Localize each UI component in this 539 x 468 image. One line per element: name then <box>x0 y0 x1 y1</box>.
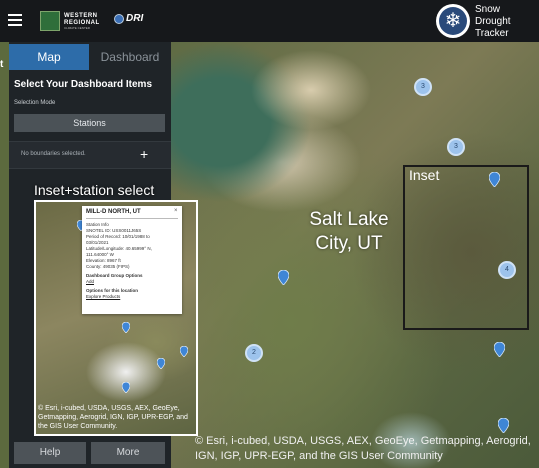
popup-divider <box>86 218 178 219</box>
wrcc-logo-line-3: CLIMATE CENTER <box>64 26 90 30</box>
boundaries-status: No boundaries selected. <box>21 151 86 157</box>
wrcc-logo-line-2: REGIONAL <box>64 20 100 26</box>
boundaries-row: No boundaries selected. + <box>9 141 171 169</box>
popup-line: Latitude/Longitude: 40.65999° N, <box>86 246 152 251</box>
station-pin-icon[interactable] <box>122 382 133 397</box>
popup-line: Elevation: 8967 ft <box>86 258 121 263</box>
station-pin-icon[interactable] <box>489 172 500 187</box>
city-label-line-2: City, UT <box>315 233 383 254</box>
popup-close-icon[interactable]: × <box>174 208 178 214</box>
more-button[interactable]: More <box>91 442 165 464</box>
station-cluster[interactable]: 3 <box>414 78 432 96</box>
popup-title: MILL-D NORTH, UT <box>86 209 141 215</box>
popup-line: 111.64000° W <box>86 252 114 257</box>
popup-line: 03/01/2021 <box>86 240 109 245</box>
popup-add-link[interactable]: Add <box>86 279 95 284</box>
brand-title-line-2: Drought <box>475 16 511 27</box>
city-label: Salt Lake City, UT <box>299 208 399 256</box>
tab-map[interactable]: Map <box>9 44 89 70</box>
wrcc-map-icon <box>40 11 60 31</box>
popup-line: Period of Record: 10/01/1988 to <box>86 234 150 239</box>
popup-section-label: Station Info <box>86 222 109 227</box>
popup-line: County: 49035 (FIPS) <box>86 264 130 269</box>
popup-dashboard-options: Dashboard Group Options <box>86 273 143 278</box>
station-pin-icon[interactable] <box>180 346 191 361</box>
dashboard-items-heading: Select Your Dashboard Items <box>14 79 153 90</box>
popup-line: SNOTEL ID: USS0011J65S <box>86 228 142 233</box>
dri-logo-text: DRI <box>126 13 144 24</box>
inset-label: Inset <box>409 167 440 183</box>
top-bar: WESTERN REGIONAL CLIMATE CENTER DRI ❄ Sn… <box>0 0 539 42</box>
city-label-line-1: Salt Lake <box>309 209 389 230</box>
station-pin-icon[interactable] <box>498 418 509 433</box>
station-pin-icon[interactable] <box>157 358 168 373</box>
satellite-map[interactable]: Salt Lake City, UT Inset 3 3 4 2 © Esri,… <box>171 42 539 468</box>
map-attribution: © Esri, i-cubed, USDA, USGS, AEX, GeoEye… <box>195 435 531 462</box>
brand-title: Snow Drought Tracker <box>475 4 537 40</box>
station-cluster[interactable]: 2 <box>245 344 263 362</box>
station-pin-icon[interactable] <box>278 270 289 285</box>
station-cluster[interactable]: 4 <box>498 261 516 279</box>
help-button[interactable]: Help <box>14 442 86 464</box>
snowflake-icon: ❄ <box>436 4 470 38</box>
wrcc-logo[interactable]: WESTERN REGIONAL CLIMATE CENTER <box>40 10 104 32</box>
selection-mode-stations-button[interactable]: Stations <box>14 114 165 132</box>
tab-dashboard[interactable]: Dashboard <box>100 50 160 64</box>
globe-icon <box>114 14 124 24</box>
station-popup: MILL-D NORTH, UT × Station Info SNOTEL I… <box>82 206 182 314</box>
strip-letter: t <box>0 59 4 70</box>
popup-location-options: Options for this location <box>86 288 138 293</box>
dri-logo[interactable]: DRI <box>114 12 146 30</box>
station-cluster[interactable]: 3 <box>447 138 465 156</box>
add-boundary-button[interactable]: + <box>140 146 149 162</box>
overlay-title: Inset+station select <box>34 182 155 198</box>
left-map-strip: t <box>0 42 9 468</box>
station-pin-icon[interactable] <box>122 322 133 337</box>
brand-title-line-3: Tracker <box>475 28 509 39</box>
selection-mode-label: Selection Mode <box>14 100 56 106</box>
station-pin-icon[interactable] <box>494 342 505 357</box>
popup-explore-link[interactable]: Explore Products <box>86 294 121 299</box>
inset-box: Inset <box>403 165 529 330</box>
brand-title-line-1: Snow <box>475 4 501 15</box>
inset-attribution: © Esri, i-cubed, USDA, USGS, AEX, GeoEye… <box>38 405 188 430</box>
hamburger-icon[interactable] <box>8 14 22 26</box>
wrcc-logo-line-1: WESTERN <box>64 13 98 19</box>
